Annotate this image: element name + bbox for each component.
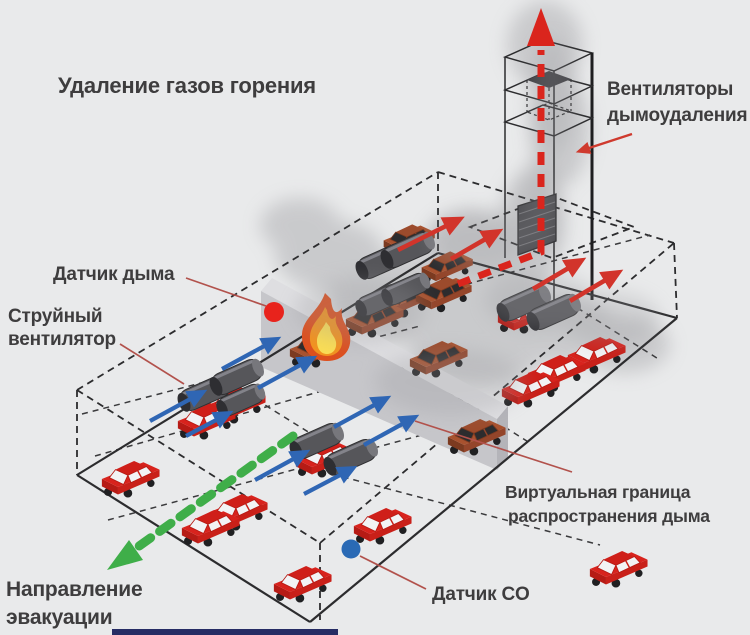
label-co-sensor: Датчик CO [432, 584, 530, 605]
label-evacuation-line1: Направление [6, 578, 142, 601]
label-exhaust-fans-line1: Вентиляторы [607, 79, 733, 100]
label-exhaust-fans-line2: дымоудаления [607, 105, 747, 126]
exhaust-duct-dashed-arrow [456, 50, 545, 288]
leader-lines [119, 132, 633, 590]
evacuation-arrowhead [107, 540, 143, 570]
leader-exhaust-fans-arrow [575, 132, 633, 154]
leader-virtual-boundary [414, 420, 573, 473]
label-evacuation-line2: эвакуации [6, 606, 112, 629]
smoke-detector-dot [264, 302, 284, 322]
leader-co-sensor [359, 555, 427, 590]
label-jet-fan-line2: вентилятор [8, 329, 116, 350]
smoke-exhaust-arrows [396, 8, 624, 303]
label-virtual-boundary-line1: Виртуальная граница [505, 482, 691, 502]
bottom-image-strip [112, 629, 338, 635]
leader-smoke-detector [185, 277, 267, 307]
label-virtual-boundary-line2: распространения дыма [508, 506, 710, 526]
evacuation-path-arrow [107, 431, 298, 570]
label-jet-fan-line1: Струйный [8, 306, 102, 327]
label-smoke-detector: Датчик дыма [53, 264, 175, 285]
supply-air-arrows [148, 336, 420, 496]
exhaust-duct-arrowhead [527, 8, 555, 46]
page-title: Удаление газов горения [58, 73, 316, 98]
co-sensor-dot [341, 539, 361, 559]
leader-jet-fan [119, 343, 185, 385]
